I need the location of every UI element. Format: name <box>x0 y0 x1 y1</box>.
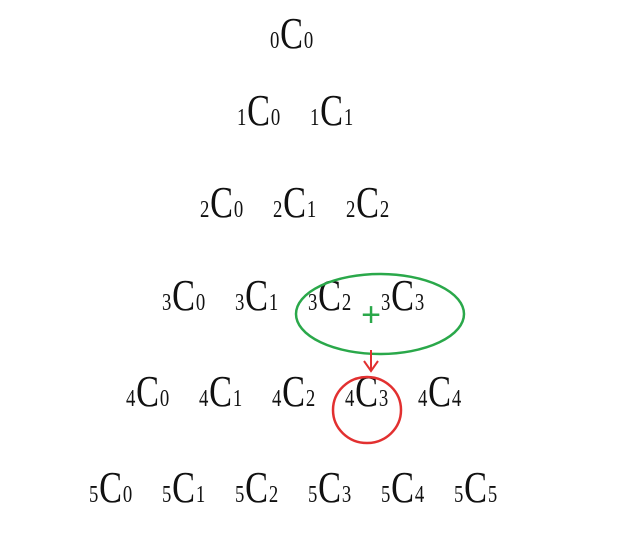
term-symbol: C <box>355 367 379 416</box>
term-n-subscript: 2 <box>346 197 356 223</box>
term-symbol: C <box>464 463 488 512</box>
term-n-subscript: 5 <box>308 482 318 508</box>
binomial-term-1-0: 1C0 <box>237 85 280 136</box>
term-k-subscript: 2 <box>305 386 316 412</box>
term-n-subscript: 5 <box>162 482 172 508</box>
term-k-subscript: 1 <box>268 290 279 316</box>
term-k-subscript: 2 <box>379 197 390 223</box>
term-n-subscript: 4 <box>199 386 209 412</box>
term-symbol: C <box>247 86 271 135</box>
term-k-subscript: 2 <box>268 482 279 508</box>
binomial-term-5-0: 5C0 <box>89 462 132 513</box>
term-k-subscript: 2 <box>341 290 352 316</box>
term-n-subscript: 5 <box>381 482 391 508</box>
term-k-subscript: 4 <box>451 386 462 412</box>
term-symbol: C <box>245 271 269 320</box>
term-symbol: C <box>428 367 452 416</box>
term-symbol: C <box>391 463 415 512</box>
term-k-subscript: 0 <box>195 290 206 316</box>
term-n-subscript: 2 <box>200 197 210 223</box>
term-symbol: C <box>245 463 269 512</box>
term-k-subscript: 0 <box>303 28 314 54</box>
binomial-term-2-0: 2C0 <box>200 177 243 228</box>
term-n-subscript: 3 <box>162 290 172 316</box>
term-k-subscript: 1 <box>195 482 206 508</box>
binomial-term-1-1: 1C1 <box>310 85 353 136</box>
binomial-term-2-1: 2C1 <box>273 177 316 228</box>
term-k-subscript: 1 <box>232 386 243 412</box>
binomial-term-5-3: 5C3 <box>308 462 351 513</box>
term-n-subscript: 0 <box>270 28 280 54</box>
term-symbol: C <box>283 178 307 227</box>
term-n-subscript: 4 <box>126 386 136 412</box>
binomial-term-4-0: 4C0 <box>126 366 169 417</box>
term-n-subscript: 5 <box>89 482 99 508</box>
binomial-term-0-0: 0C0 <box>270 8 313 59</box>
term-symbol: C <box>282 367 306 416</box>
term-n-subscript: 3 <box>381 290 391 316</box>
term-symbol: C <box>356 178 380 227</box>
term-symbol: C <box>99 463 123 512</box>
term-n-subscript: 4 <box>345 386 355 412</box>
binomial-term-4-4: 4C4 <box>418 366 461 417</box>
term-n-subscript: 4 <box>272 386 282 412</box>
term-k-subscript: 1 <box>343 105 354 131</box>
term-n-subscript: 2 <box>273 197 283 223</box>
term-k-subscript: 0 <box>159 386 170 412</box>
binomial-term-4-1: 4C1 <box>199 366 242 417</box>
term-n-subscript: 4 <box>418 386 428 412</box>
term-symbol: C <box>320 86 344 135</box>
term-k-subscript: 3 <box>414 290 425 316</box>
binomial-term-3-1: 3C1 <box>235 270 278 321</box>
binomial-term-2-2: 2C2 <box>346 177 389 228</box>
term-k-subscript: 0 <box>233 197 244 223</box>
term-n-subscript: 1 <box>310 105 320 131</box>
term-symbol: C <box>318 463 342 512</box>
term-k-subscript: 1 <box>306 197 317 223</box>
term-k-subscript: 0 <box>122 482 133 508</box>
binomial-term-3-0: 3C0 <box>162 270 205 321</box>
term-k-subscript: 4 <box>414 482 425 508</box>
term-n-subscript: 5 <box>454 482 464 508</box>
term-symbol: C <box>136 367 160 416</box>
term-k-subscript: 3 <box>341 482 352 508</box>
term-symbol: C <box>209 367 233 416</box>
binomial-term-5-2: 5C2 <box>235 462 278 513</box>
binomial-term-3-3: 3C3 <box>381 270 424 321</box>
binomial-term-3-2: 3C2 <box>308 270 351 321</box>
term-symbol: C <box>172 463 196 512</box>
term-n-subscript: 5 <box>235 482 245 508</box>
term-k-subscript: 3 <box>378 386 389 412</box>
term-symbol: C <box>210 178 234 227</box>
term-k-subscript: 5 <box>487 482 498 508</box>
term-symbol: C <box>172 271 196 320</box>
term-symbol: C <box>280 9 304 58</box>
binomial-term-5-4: 5C4 <box>381 462 424 513</box>
binomial-term-5-5: 5C5 <box>454 462 497 513</box>
term-symbol: C <box>318 271 342 320</box>
binomial-term-5-1: 5C1 <box>162 462 205 513</box>
term-n-subscript: 1 <box>237 105 247 131</box>
binomial-term-4-3: 4C3 <box>345 366 388 417</box>
binomial-term-4-2: 4C2 <box>272 366 315 417</box>
term-n-subscript: 3 <box>308 290 318 316</box>
term-symbol: C <box>391 271 415 320</box>
term-k-subscript: 0 <box>270 105 281 131</box>
term-n-subscript: 3 <box>235 290 245 316</box>
